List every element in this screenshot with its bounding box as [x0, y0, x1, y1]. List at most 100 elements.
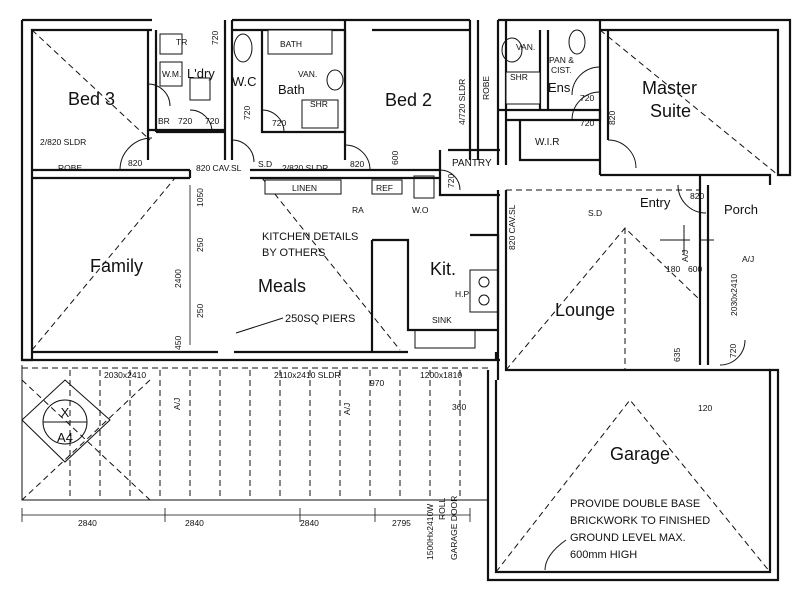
dim-2030x2410b: 2030x2410	[729, 274, 739, 316]
kitchen-sink	[414, 329, 476, 349]
note-provide-4: 600mm HIGH	[570, 549, 637, 561]
label-tr: TR	[176, 37, 187, 47]
hotplate-burner	[478, 276, 490, 288]
dim-2110x2410: 2110x2410 SLDR	[274, 370, 340, 380]
fixture-labels: TR W.M. BATH VAN. SHR VAN. SHR PAN & CIS…	[58, 37, 754, 415]
roof-lines	[21, 29, 779, 573]
room-master: Master	[642, 78, 697, 98]
label-van-ens: VAN.	[516, 42, 535, 52]
dim-1050: 1050	[195, 188, 205, 207]
door-820-cav-kit: 820 CAV.SL	[507, 204, 517, 250]
label-sd-1: S.D	[258, 159, 272, 169]
label-hp: H.P	[455, 289, 470, 299]
shower-bath	[301, 99, 339, 129]
basin-bath	[326, 69, 344, 91]
toilet-wc	[233, 33, 253, 63]
door-720-laundry: 720	[205, 116, 219, 126]
label-br: BR	[158, 116, 170, 126]
label-wo: W.O	[412, 205, 429, 215]
dim-360: 360	[452, 402, 466, 412]
section-marker: X A4	[21, 379, 111, 463]
dim-2030x2410a: 2030x2410	[104, 370, 146, 380]
label-linen: LINEN	[292, 183, 317, 193]
door-2820-sldr: 2/820 SLDR	[282, 163, 328, 173]
notes: KITCHEN DETAILS BY OTHERS 250SQ PIERS PR…	[235, 231, 710, 571]
note-provide-1: PROVIDE DOUBLE BASE	[570, 498, 700, 510]
door-820-master: 820	[607, 111, 617, 125]
hotplate-burner	[478, 294, 490, 306]
room-bed2: Bed 2	[385, 90, 432, 110]
door-720-tr: 720	[210, 31, 220, 45]
dim-120: 120	[698, 403, 712, 413]
room-kitchen: Kit.	[430, 259, 456, 279]
door-720-garage: 720	[728, 344, 738, 358]
dimension-labels: 1050 250 2400 250 450 2030x2410 2110x241…	[78, 185, 739, 560]
room-wc: W.C	[232, 74, 257, 89]
hotplate	[469, 269, 499, 313]
label-aj-2: A/J	[342, 403, 352, 415]
label-wm: W.M.	[162, 69, 181, 79]
door-820-bed2: 820	[350, 159, 364, 169]
deck-piers	[21, 365, 488, 522]
label-shr: SHR	[310, 99, 328, 109]
room-porch: Porch	[724, 202, 758, 217]
room-bath: Bath	[278, 82, 305, 97]
dim-250b: 250	[195, 304, 205, 318]
note-piers: 250SQ PIERS	[285, 313, 355, 325]
door-swings	[119, 66, 746, 366]
basin-ens	[501, 37, 523, 63]
section-marker-top: X	[61, 405, 70, 420]
room-wir: W.I.R	[535, 137, 559, 148]
toilet-ens	[568, 29, 586, 55]
garage-door-size: 1500Hx2410W	[425, 504, 435, 560]
fridge-recess	[371, 179, 403, 195]
label-cist: CIST.	[551, 65, 572, 75]
room-family: Family	[90, 256, 143, 276]
dim-600: 600	[688, 264, 702, 274]
door-720-bath: 720	[272, 118, 286, 128]
door-820-entry: 820	[690, 191, 704, 201]
internal-walls	[146, 20, 610, 197]
door-820-cav: 820 CAV.SL	[196, 163, 242, 173]
dim-180: 180	[666, 264, 680, 274]
section-marker-bottom: A4	[57, 430, 73, 445]
door-720-ens1: 720	[580, 93, 594, 103]
dim-450: 450	[173, 336, 183, 350]
label-shr-ens: SHR	[510, 72, 528, 82]
label-ra: RA	[352, 205, 364, 215]
room-pantry: PANTRY	[452, 158, 492, 169]
door-720-ens2: 720	[580, 118, 594, 128]
door-labels: 720 720 720 720 720 720 720 2/820 SLDR 8…	[40, 31, 738, 358]
external-walls	[20, 18, 792, 582]
dim-2840a: 2840	[78, 518, 97, 528]
label-van: VAN.	[298, 69, 317, 79]
door-720-pantry: 720	[446, 174, 456, 188]
room-entry: Entry	[640, 195, 671, 210]
fixtures	[159, 29, 714, 352]
label-pan: PAN &	[549, 55, 574, 65]
bathtub	[267, 29, 333, 55]
hot-water	[189, 77, 211, 101]
room-suite: Suite	[650, 101, 691, 121]
note-kitchen-2: BY OTHERS	[262, 247, 325, 259]
door-720-laundry-b: 720	[178, 116, 192, 126]
linen-cupboard	[264, 179, 342, 195]
door-600: 600	[390, 151, 400, 165]
label-bath-tub: BATH	[280, 39, 302, 49]
room-garage: Garage	[610, 444, 670, 464]
toilet-laundry	[159, 33, 183, 55]
room-ens: Ens	[548, 80, 571, 95]
note-provide-2: BRICKWORK TO FINISHED	[570, 515, 710, 527]
door-820-bed3: 820	[128, 158, 142, 168]
label-ref: REF	[376, 183, 393, 193]
note-kitchen-1: KITCHEN DETAILS	[262, 231, 358, 243]
room-laundry: L'dry	[187, 66, 215, 81]
shower-ens	[505, 71, 541, 105]
door-4720-sldr: 4/720 SLDR	[457, 79, 467, 125]
room-bed3: Bed 3	[68, 89, 115, 109]
washing-machine	[159, 61, 183, 87]
label-sink: SINK	[432, 315, 452, 325]
label-aj-4: A/J	[742, 254, 754, 264]
